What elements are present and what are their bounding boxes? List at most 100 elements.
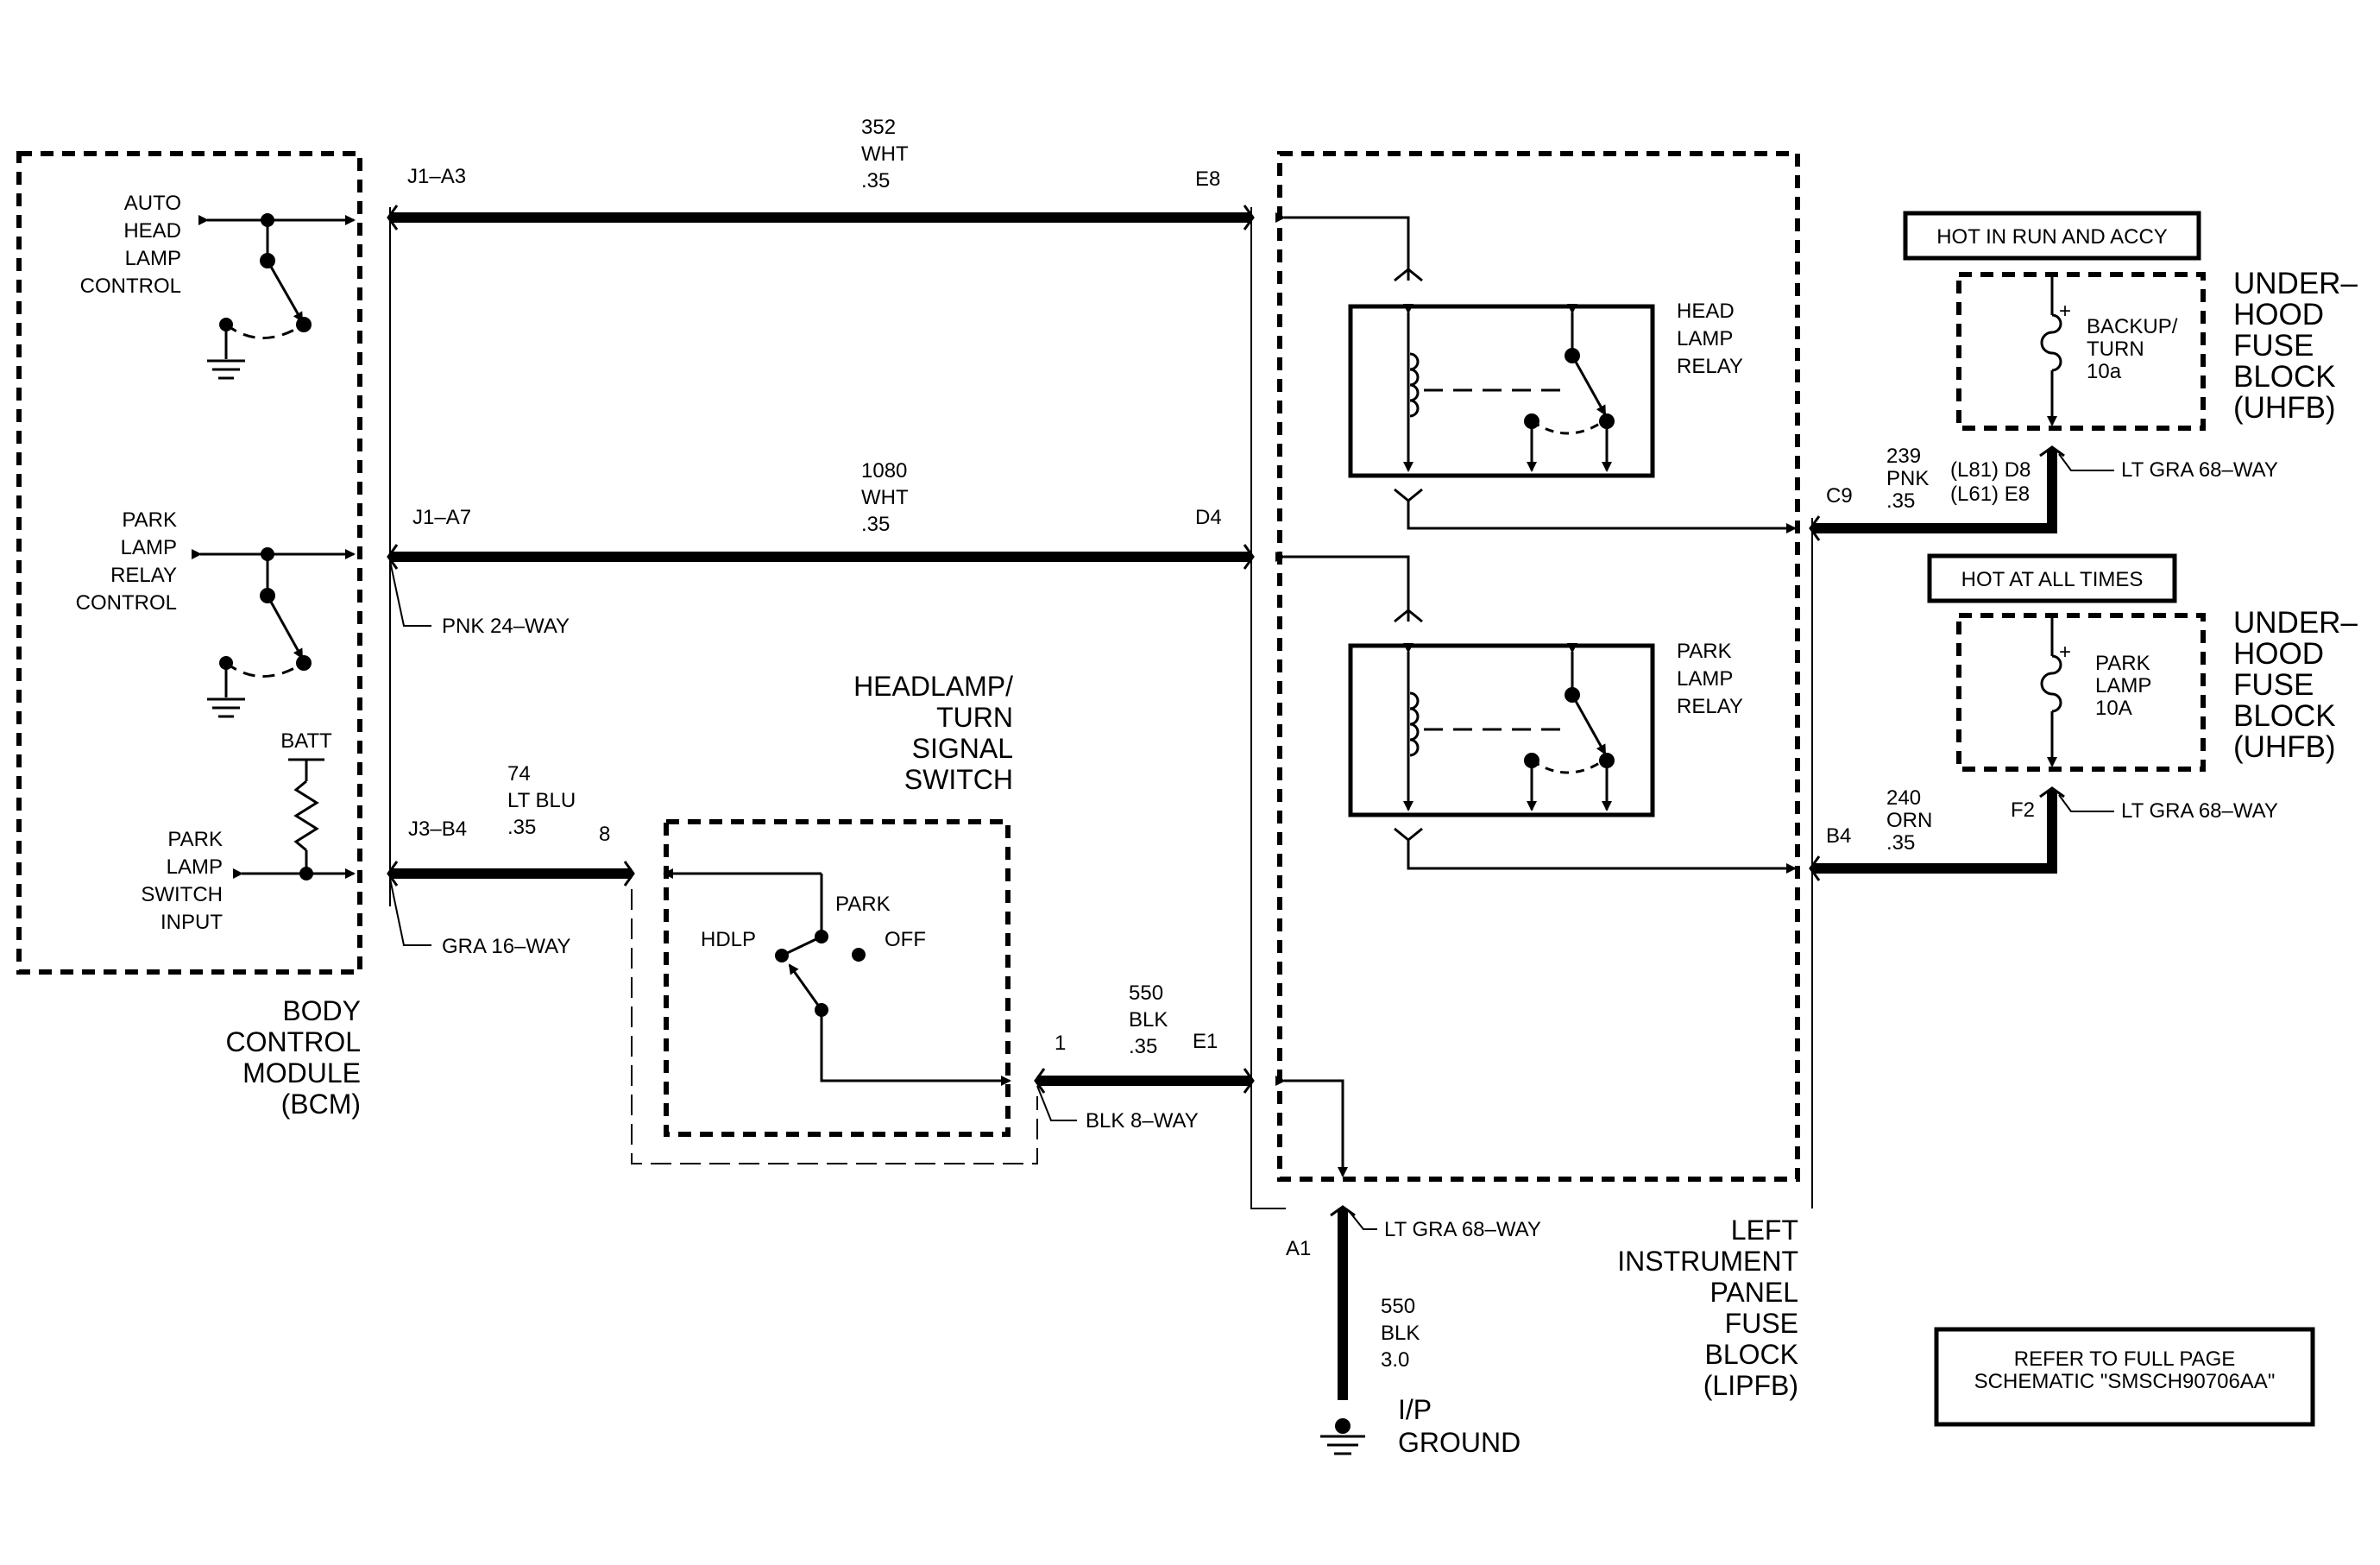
uhfb2-connector-leader — [2058, 794, 2114, 812]
uhfb1-title-4: BLOCK — [2233, 360, 2336, 394]
wire-74-terminal-right — [623, 861, 635, 887]
uhfb2-title-3: FUSE — [2233, 668, 2314, 702]
fuse1-label-1: BACKUP/ — [2087, 315, 2178, 338]
park-lamp-relay: PARK LAMP RELAY — [1275, 552, 1797, 874]
lipfb-title-line6: (LIPFB) — [1703, 1370, 1798, 1401]
wire-74-circuit: 74 — [507, 762, 531, 786]
ground-pin: A1 — [1286, 1237, 1311, 1260]
park-relay-label-2: LAMP — [1677, 667, 1733, 691]
wire-1080-terminal-right — [1243, 544, 1255, 570]
park-relay-dash-curve — [1531, 759, 1602, 774]
head-lamp-relay: HEAD LAMP RELAY — [1275, 212, 1797, 533]
lipfb-title-line4: FUSE — [1725, 1308, 1798, 1339]
uhfb1-title-1: UNDER– — [2233, 267, 2358, 300]
park-label: PARK — [835, 893, 891, 916]
wire-239-pin-l61: (L61) E8 — [1950, 483, 2030, 506]
uhfb1-box — [1956, 272, 2206, 431]
wire-1080-end: D4 — [1195, 506, 1222, 529]
wire-74-terminal-left — [387, 861, 399, 887]
wire-74-gauge: .35 — [507, 816, 536, 839]
uhfb1-connector-label: LT GRA 68–WAY — [2121, 458, 2278, 482]
auto-head-line3: LAMP — [125, 247, 181, 270]
bcm-title: BODY CONTROL MODULE (BCM) — [226, 995, 361, 1120]
auto-head-line4: CONTROL — [80, 275, 181, 298]
wire-550-start: 1 — [1055, 1032, 1066, 1055]
wire-239-terminal-left — [1809, 515, 1821, 541]
switch-input-line2: LAMP — [167, 855, 223, 879]
wire-239-terminal — [2039, 445, 2065, 458]
wire-240-circuit: 240 — [1886, 786, 1921, 810]
wire-240-terminal — [2039, 786, 2065, 798]
wire-550-gauge: .35 — [1129, 1035, 1157, 1058]
wire-240-gauge: .35 — [1886, 831, 1915, 855]
fuse1-label-3: 10a — [2087, 360, 2122, 383]
fuse1-label-2: TURN — [2087, 338, 2144, 361]
park-relay-box — [1348, 643, 1655, 817]
lipfb-title-line1: LEFT — [1731, 1215, 1798, 1246]
wire-1080-pin: J1–A7 — [412, 506, 471, 529]
switch-input-line3: SWITCH — [141, 883, 223, 906]
park-relay-line1: PARK — [122, 508, 177, 532]
ip-ground-icon — [1320, 1435, 1365, 1455]
wire-240-line — [1812, 790, 2057, 874]
switch-title-line4: SWITCH — [904, 764, 1013, 795]
park-lamp-relay-control: PARK LAMP RELAY CONTROL — [76, 508, 356, 718]
fuse2-label-1: PARK — [2095, 652, 2150, 675]
wire-74-color: LT BLU — [507, 789, 576, 812]
wire-550-color: BLK — [1129, 1008, 1168, 1032]
head-relay-dash-curve — [1531, 420, 1602, 435]
park-relay-coil-icon — [1409, 691, 1420, 757]
wire-352-color: WHT — [861, 142, 909, 166]
park-relay-line3: RELAY — [110, 564, 177, 587]
switch-title-line2: TURN — [936, 702, 1013, 733]
park-relay-ground-icon — [207, 697, 245, 718]
wire-1080-color: WHT — [861, 486, 909, 509]
wire-1080: J1–A7 1080 WHT .35 D4 PNK 24–WAY — [387, 459, 1255, 638]
park-relay-input-chevron — [1394, 609, 1423, 623]
off-label: OFF — [885, 928, 926, 951]
bcm-title-line1: BODY — [282, 995, 361, 1026]
switch-title-line1: HEADLAMP/ — [853, 671, 1013, 702]
switch-input-line1: PARK — [167, 828, 223, 851]
fuse2-label-3: 10A — [2095, 697, 2132, 720]
uhfb1-title-5: (UHFB) — [2233, 391, 2336, 425]
park-relay-blade — [1571, 694, 1607, 755]
hot-all-times-label: HOT AT ALL TIMES — [1961, 568, 2144, 591]
lipfb-title-line2: INSTRUMENT — [1617, 1246, 1798, 1277]
head-relay-label-3: RELAY — [1677, 355, 1743, 378]
batt-label: BATT — [280, 729, 332, 753]
wire-550-circuit: 550 — [1129, 981, 1163, 1005]
bcm-box — [16, 151, 362, 975]
uhfb1-connector-leader — [2058, 453, 2114, 471]
wire-239-circuit: 239 — [1886, 445, 1921, 468]
auto-head-line1: AUTO — [124, 192, 181, 215]
wire-239-gauge: .35 — [1886, 489, 1915, 513]
uhfb2-title-5: (UHFB) — [2233, 730, 2336, 764]
blk-8way-leader — [1036, 1085, 1077, 1121]
head-relay-feed-352 — [1275, 212, 1410, 281]
hot-run-accy-box — [1903, 211, 2201, 261]
head-relay-input-chevron — [1394, 268, 1423, 282]
lipfb-title: LEFT INSTRUMENT PANEL FUSE BLOCK (LIPFB) — [1617, 1215, 1798, 1401]
park-relay-line2: LAMP — [121, 536, 177, 559]
wire-240-pin: F2 — [2011, 798, 2035, 822]
hot-all-times-box — [1927, 553, 2177, 603]
switch-input-line4: INPUT — [161, 911, 223, 934]
fuse1-icon — [2040, 313, 2062, 372]
refer-note: REFER TO FULL PAGE SCHEMATIC "SMSCH90706… — [1934, 1327, 2315, 1427]
park-relay-output-chevron — [1394, 827, 1423, 842]
lipfb-ground-internal — [1275, 1076, 1348, 1177]
uhfb2-title-4: BLOCK — [2233, 699, 2336, 733]
ip-ground-label-1: I/P — [1398, 1394, 1432, 1425]
auto-head-lamp-control: AUTO HEAD LAMP CONTROL — [80, 192, 356, 380]
uhfb1-title-2: HOOD — [2233, 298, 2324, 331]
refer-box — [1934, 1327, 2315, 1427]
wire-1080-circuit: 1080 — [861, 459, 907, 483]
uhfb2-connector-label: LT GRA 68–WAY — [2121, 799, 2278, 823]
pullup-resistor-icon — [293, 779, 319, 852]
refer-line2: SCHEMATIC "SMSCH90706AA" — [1974, 1370, 2276, 1393]
wire-1080-gauge: .35 — [861, 513, 890, 536]
wire-239-lipfb-pin: C9 — [1826, 484, 1853, 508]
wire-352-circuit: 352 — [861, 116, 896, 139]
